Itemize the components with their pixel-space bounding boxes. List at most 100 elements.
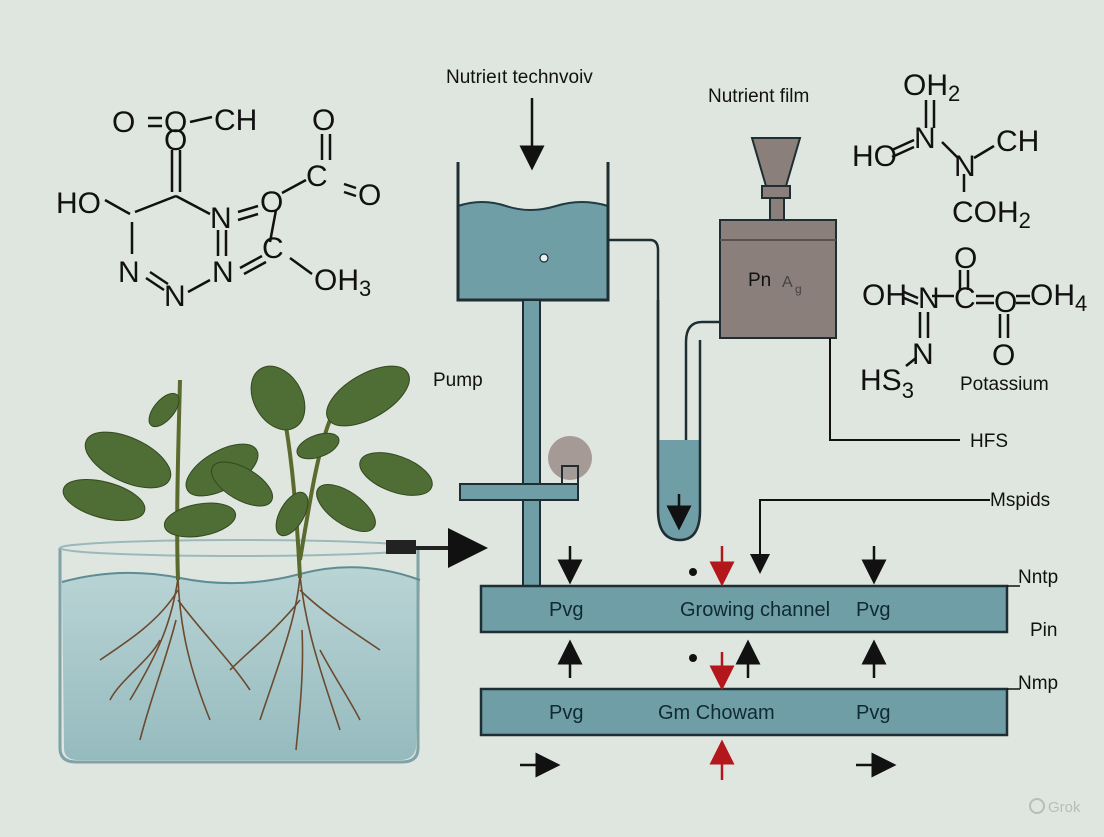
leaf-2 bbox=[62, 478, 146, 522]
film-chamber-glyph: A bbox=[782, 274, 793, 291]
chemical-structure-left: O O CH O HO N O C O O N N N C OH3 bbox=[56, 104, 381, 313]
reservoir-water-surface bbox=[457, 201, 609, 211]
plant-tank-water bbox=[62, 567, 420, 760]
chem-rm-c: C bbox=[954, 282, 976, 315]
channel-top-left-label: Pvg bbox=[549, 599, 583, 621]
nntp-label: Nntp bbox=[1018, 567, 1058, 588]
film-chamber bbox=[719, 219, 837, 339]
leaf-8 bbox=[210, 461, 274, 507]
chem-left-n2: N bbox=[118, 256, 140, 289]
chem-rt-coh2: COH2 bbox=[952, 196, 1031, 233]
chem-left-c2: C bbox=[262, 232, 284, 265]
growing-channel-bottom-body bbox=[479, 687, 1009, 737]
chem-left-n1: N bbox=[210, 202, 232, 235]
pump-label: Pump bbox=[433, 370, 483, 391]
chem-left-ho: HO bbox=[56, 187, 101, 220]
watermark-icon bbox=[1029, 798, 1045, 814]
pump-assembly bbox=[459, 299, 592, 591]
chem-rm-oh: OH bbox=[862, 279, 907, 312]
film-stem bbox=[769, 197, 785, 221]
mspids-leader bbox=[750, 499, 990, 574]
u-tube bbox=[656, 300, 720, 542]
chem-rt-n2: N bbox=[954, 150, 976, 183]
chem-rm-n2: N bbox=[912, 338, 934, 371]
chem-rm-oh4: OH4 bbox=[1030, 279, 1087, 316]
plant-leaves bbox=[62, 365, 433, 538]
plant-roots bbox=[99, 575, 381, 751]
chem-left-o4: O bbox=[260, 186, 283, 219]
plant-tank-glass bbox=[58, 548, 420, 764]
channel-bottom-center-label: Gm Chowam bbox=[658, 702, 775, 724]
chem-rt-ho: HO bbox=[852, 140, 897, 173]
pump-valve-stem bbox=[561, 465, 579, 485]
reservoir-bubble bbox=[539, 253, 549, 263]
hfs-label: HFS bbox=[970, 431, 1008, 452]
chem-rt-n1: N bbox=[914, 122, 936, 155]
leaf-5 bbox=[163, 502, 237, 538]
growing-channel-top: Pvg Growing channel Pvg bbox=[479, 584, 1009, 634]
leaf-10 bbox=[316, 484, 376, 532]
chem-rm-o-bottom: O bbox=[992, 339, 1015, 372]
pump-riser-pipe bbox=[522, 299, 541, 591]
chem-left-o-top: O bbox=[312, 104, 335, 137]
leaf-11 bbox=[275, 491, 309, 537]
reservoir-outlet-pipe bbox=[608, 238, 660, 480]
pump-valve bbox=[548, 436, 592, 480]
channel-top-center-label: Growing channel bbox=[680, 599, 830, 621]
chem-rm-o-top: O bbox=[954, 242, 977, 275]
chem-left-oh3: OH3 bbox=[314, 264, 371, 301]
chem-left-o5: O bbox=[358, 179, 381, 212]
chem-rt-oh2: OH2 bbox=[903, 69, 960, 106]
chem-left-o2: O bbox=[164, 106, 187, 139]
film-neck bbox=[761, 185, 791, 199]
channel-bottom-right-label: Pvg bbox=[856, 702, 890, 724]
chem-left-n3: N bbox=[164, 280, 186, 313]
reservoir-water bbox=[458, 202, 608, 300]
chem-rm-hs3: HS3 bbox=[860, 364, 914, 403]
nmp-label: Nmp bbox=[1018, 673, 1058, 694]
potassium-label: Potassium bbox=[960, 374, 1049, 395]
channel-bottom-left-label: Pvg bbox=[549, 702, 583, 724]
chem-left-o3: O bbox=[164, 124, 187, 157]
film-chamber-subglyph: g bbox=[795, 282, 802, 296]
reservoir-tank bbox=[456, 162, 610, 302]
reservoir-title: Nutrieıt technvoiv bbox=[446, 67, 593, 88]
pin-label: Pin bbox=[1030, 620, 1057, 641]
u-tube-outline bbox=[656, 300, 702, 542]
plant-tank-surface bbox=[61, 566, 421, 585]
watermark: Grok bbox=[1029, 798, 1081, 816]
plant-tank-rim bbox=[59, 539, 419, 557]
growing-channel-top-body bbox=[479, 584, 1009, 634]
chemical-structure-right-mid: O OH N C O OH4 O N HS3 bbox=[860, 242, 1087, 403]
mspids-label: Mspids bbox=[990, 490, 1050, 511]
leaf-4 bbox=[148, 392, 180, 428]
leaf-1 bbox=[84, 431, 172, 489]
chem-rm-n1: N bbox=[918, 282, 940, 315]
chem-left-o1: O bbox=[112, 106, 135, 139]
u-tube-liquid bbox=[658, 440, 700, 540]
flow-dot-2 bbox=[689, 654, 697, 662]
growing-channel-bottom: Pvg Gm Chowam Pvg bbox=[479, 687, 1009, 737]
chem-left-n4: N bbox=[212, 256, 234, 289]
watermark-text: Grok bbox=[1048, 799, 1081, 816]
film-chamber-label: Pn bbox=[748, 270, 771, 291]
nutrient-film-unit: Pn A g bbox=[719, 137, 837, 339]
chem-rm-o-mid: O bbox=[994, 286, 1017, 319]
leaf-9 bbox=[359, 452, 433, 496]
chemical-structure-right-top: OH2 HO N N CH COH2 bbox=[852, 69, 1039, 233]
chem-left-ch: CH bbox=[214, 104, 257, 137]
plant-tank-outlet bbox=[386, 540, 416, 554]
leaf-12 bbox=[296, 432, 340, 460]
leaf-6 bbox=[250, 365, 306, 431]
nutrient-film-title: Nutrient film bbox=[708, 86, 809, 107]
film-funnel bbox=[750, 137, 802, 187]
chem-left-c1: C bbox=[306, 160, 328, 193]
leaf-7 bbox=[326, 365, 410, 427]
hfs-leader bbox=[829, 338, 960, 441]
channel-top-right-label: Pvg bbox=[856, 599, 890, 621]
pump-cross-pipe bbox=[459, 483, 579, 501]
flow-dot-1 bbox=[689, 568, 697, 576]
plant-tank bbox=[58, 528, 488, 764]
